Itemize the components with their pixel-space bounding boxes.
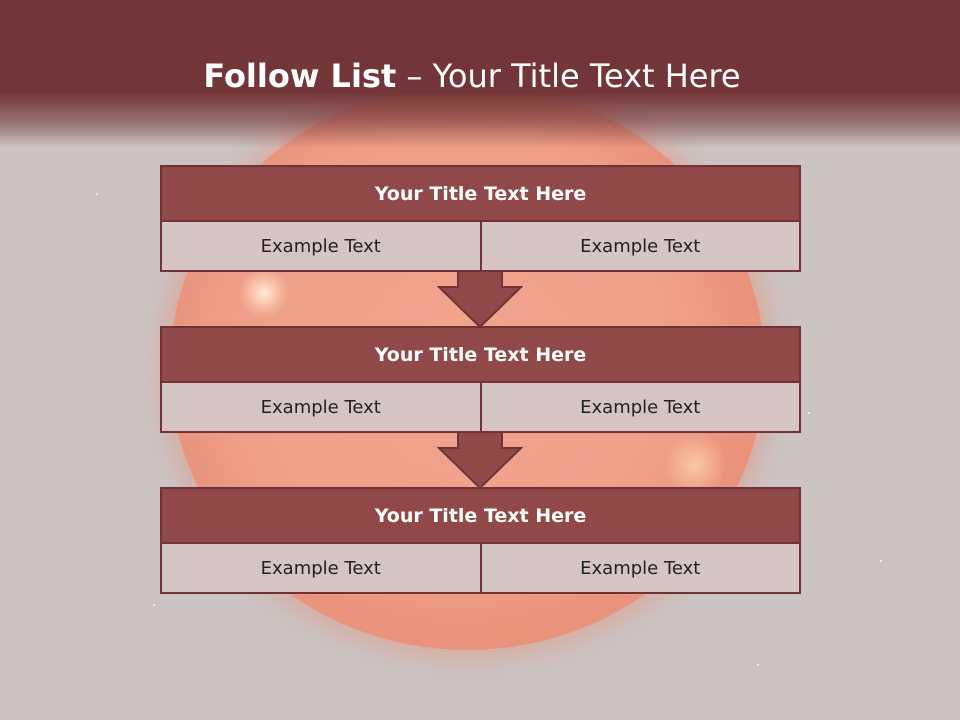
step-row: Example Text Example Text — [160, 222, 801, 272]
star-dot — [808, 412, 810, 414]
solar-flare-image — [238, 268, 290, 318]
step-box-3: Your Title Text Here Example Text Exampl… — [160, 487, 801, 594]
star-dot — [96, 193, 98, 195]
step-title: Your Title Text Here — [160, 487, 801, 544]
page-title-strong: Follow List — [203, 57, 397, 95]
star-dot — [757, 664, 759, 666]
star-dot — [880, 560, 882, 562]
header-band: Follow List – Your Title Text Here — [0, 0, 960, 148]
step-title: Your Title Text Here — [160, 326, 801, 383]
page-title: Follow List – Your Title Text Here — [0, 54, 944, 98]
arrow-down-icon — [437, 431, 523, 490]
step-row: Example Text Example Text — [160, 544, 801, 594]
arrow-down-icon — [437, 270, 523, 329]
step-left-text: Example Text — [160, 383, 482, 433]
step-box-1: Your Title Text Here Example Text Exampl… — [160, 165, 801, 272]
step-right-text: Example Text — [481, 544, 801, 594]
step-right-text: Example Text — [481, 383, 801, 433]
step-box-2: Your Title Text Here Example Text Exampl… — [160, 326, 801, 433]
step-right-text: Example Text — [481, 222, 801, 272]
page-title-rest: – Your Title Text Here — [396, 57, 741, 95]
star-dot — [153, 604, 155, 606]
step-title: Your Title Text Here — [160, 165, 801, 222]
step-left-text: Example Text — [160, 222, 482, 272]
step-row: Example Text Example Text — [160, 383, 801, 433]
step-left-text: Example Text — [160, 544, 482, 594]
